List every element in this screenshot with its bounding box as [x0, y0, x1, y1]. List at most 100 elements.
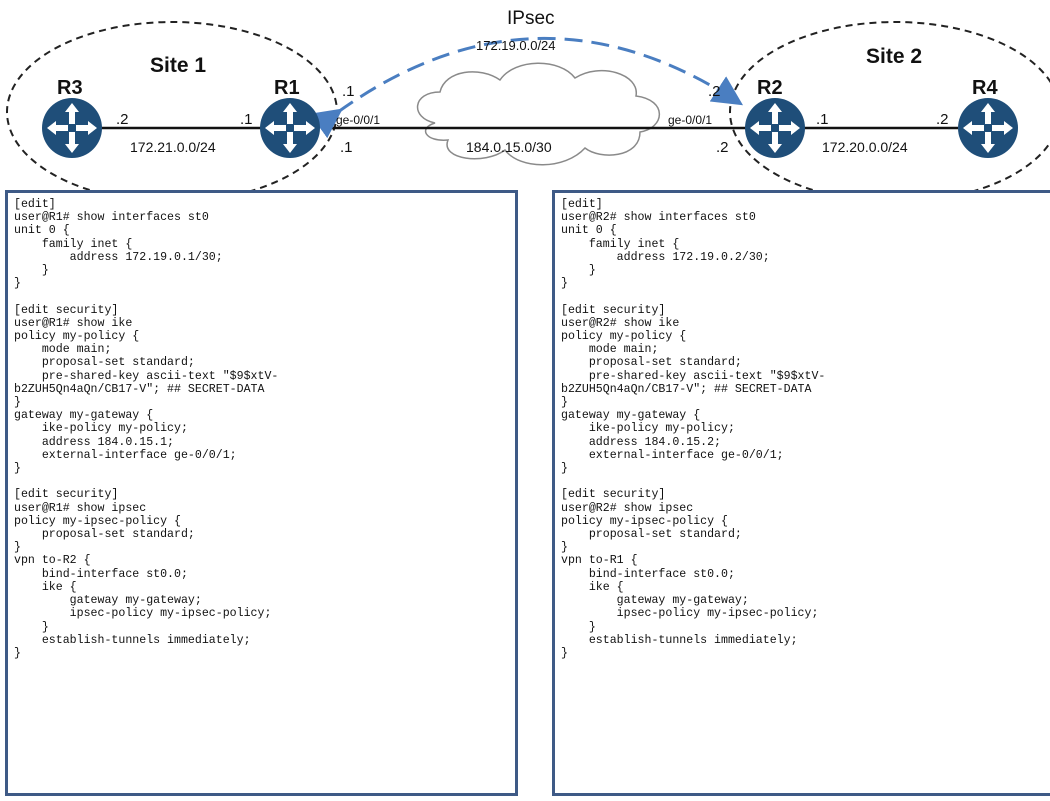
config-line: external-interface ge-0/0/1;: [14, 448, 237, 462]
r2-lan-address: .1: [816, 111, 829, 128]
r4-link-address: .2: [936, 111, 949, 128]
r2-tunnel-address: .2: [708, 83, 721, 100]
config-line: }: [14, 264, 49, 278]
config-line: gateway my-gateway;: [14, 594, 202, 608]
router-r3-icon: [42, 98, 102, 158]
config-line: proposal-set standard;: [14, 356, 195, 370]
config-line: bind-interface st0.0;: [14, 567, 188, 581]
config-line: ike {: [14, 580, 77, 594]
config-line: proposal-set standard;: [561, 356, 742, 370]
config-line: mode main;: [14, 343, 112, 357]
config-line: }: [561, 541, 568, 555]
config-line: ike-policy my-policy;: [561, 422, 735, 436]
config-line: }: [14, 646, 21, 660]
ipsec-label: IPsec: [507, 8, 555, 29]
config-line: }: [14, 541, 21, 555]
r1-tunnel-address: .1: [342, 83, 355, 100]
config-line: unit 0 {: [561, 224, 617, 238]
ipsec-network-label: 172.19.0.0/24: [476, 38, 556, 53]
r2-wan-address: .2: [716, 139, 729, 156]
subnet-r3-r1: 172.21.0.0/24: [130, 139, 216, 155]
config-line: [561, 290, 1050, 303]
config-line: user@R2# show ike: [561, 316, 680, 330]
config-line: }: [561, 646, 568, 660]
config-line: address 172.19.0.1/30;: [14, 250, 223, 264]
config-line: b2ZUH5Qn4aQn/CB17-V"; ## SECRET-DATA: [14, 382, 265, 396]
config-line: b2ZUH5Qn4aQn/CB17-V"; ## SECRET-DATA: [561, 382, 812, 396]
config-line: address 184.0.15.1;: [14, 435, 175, 449]
config-line: user@R1# show ike: [14, 316, 133, 330]
config-line: [14, 290, 515, 303]
config-line: ipsec-policy my-ipsec-policy;: [14, 607, 272, 621]
config-line: address 184.0.15.2;: [561, 435, 722, 449]
config-line: [edit security]: [14, 488, 119, 502]
config-line: }: [561, 396, 568, 410]
config-line: pre-shared-key ascii-text "$9$xtV-: [561, 369, 826, 383]
config-line: }: [561, 462, 568, 476]
config-line: establish-tunnels immediately;: [14, 633, 251, 647]
config-line: }: [561, 277, 568, 291]
config-line: [edit]: [561, 198, 603, 211]
config-line: user@R2# show ipsec: [561, 501, 694, 515]
subnet-r1-r2: 184.0.15.0/30: [466, 139, 552, 155]
ipsec-tunnel-arrow: [309, 37, 744, 139]
config-line: ike-policy my-policy;: [14, 422, 188, 436]
config-line: bind-interface st0.0;: [561, 567, 735, 581]
config-line: gateway my-gateway {: [14, 409, 154, 423]
config-line: }: [14, 396, 21, 410]
config-line: family inet {: [14, 237, 133, 251]
config-line: [edit security]: [561, 303, 666, 317]
r1-lan-address: .1: [240, 111, 253, 128]
config-line: pre-shared-key ascii-text "$9$xtV-: [14, 369, 279, 383]
config-line: policy my-policy {: [14, 330, 140, 344]
config-line: unit 0 {: [14, 224, 70, 238]
config-line: user@R1# show interfaces st0: [14, 211, 209, 225]
config-line: ike {: [561, 580, 624, 594]
config-line: proposal-set standard;: [561, 528, 742, 542]
config-line: external-interface ge-0/0/1;: [561, 448, 784, 462]
config-line: policy my-ipsec-policy {: [14, 514, 181, 528]
router-r1-icon: [260, 98, 320, 158]
config-line: mode main;: [561, 343, 659, 357]
config-line: family inet {: [561, 237, 680, 251]
site2-label: Site 2: [866, 45, 922, 68]
r1-wan-address: .1: [340, 139, 353, 156]
router-r2-label: R2: [757, 77, 783, 99]
config-line: vpn to-R1 {: [561, 554, 638, 568]
router-r4-label: R4: [972, 77, 998, 99]
config-line: ipsec-policy my-ipsec-policy;: [561, 607, 819, 621]
r2-interface-label: ge-0/0/1: [668, 113, 712, 127]
config-line: user@R1# show ipsec: [14, 501, 147, 515]
config-line: [edit security]: [561, 488, 666, 502]
config-line: [14, 475, 515, 488]
config-line: policy my-policy {: [561, 330, 687, 344]
router-r2-icon: [745, 98, 805, 158]
config-line: policy my-ipsec-policy {: [561, 514, 728, 528]
r3-link-address: .2: [116, 111, 129, 128]
config-line: proposal-set standard;: [14, 528, 195, 542]
subnet-r2-r4: 172.20.0.0/24: [822, 139, 908, 155]
config-line: [561, 475, 1050, 488]
config-line: gateway my-gateway {: [561, 409, 701, 423]
config-line: }: [561, 620, 596, 634]
config-line: }: [14, 620, 49, 634]
config-line: user@R2# show interfaces st0: [561, 211, 756, 225]
config-line: [edit]: [14, 198, 56, 211]
r1-interface-label: ge-0/0/1: [336, 113, 380, 127]
config-line: }: [14, 462, 21, 476]
network-topology-diagram: IPsec 172.19.0.0/24 Site 1 Site 2 R3 R1 …: [6, 8, 1050, 190]
config-line: }: [14, 277, 21, 291]
router-r1-label: R1: [274, 77, 300, 99]
config-line: [edit security]: [14, 303, 119, 317]
config-line: gateway my-gateway;: [561, 594, 749, 608]
config-line: address 172.19.0.2/30;: [561, 250, 770, 264]
config-line: vpn to-R2 {: [14, 554, 91, 568]
router-r4-icon: [958, 98, 1018, 158]
config-line: }: [561, 264, 596, 278]
site1-label: Site 1: [150, 54, 206, 77]
config-line: establish-tunnels immediately;: [561, 633, 798, 647]
